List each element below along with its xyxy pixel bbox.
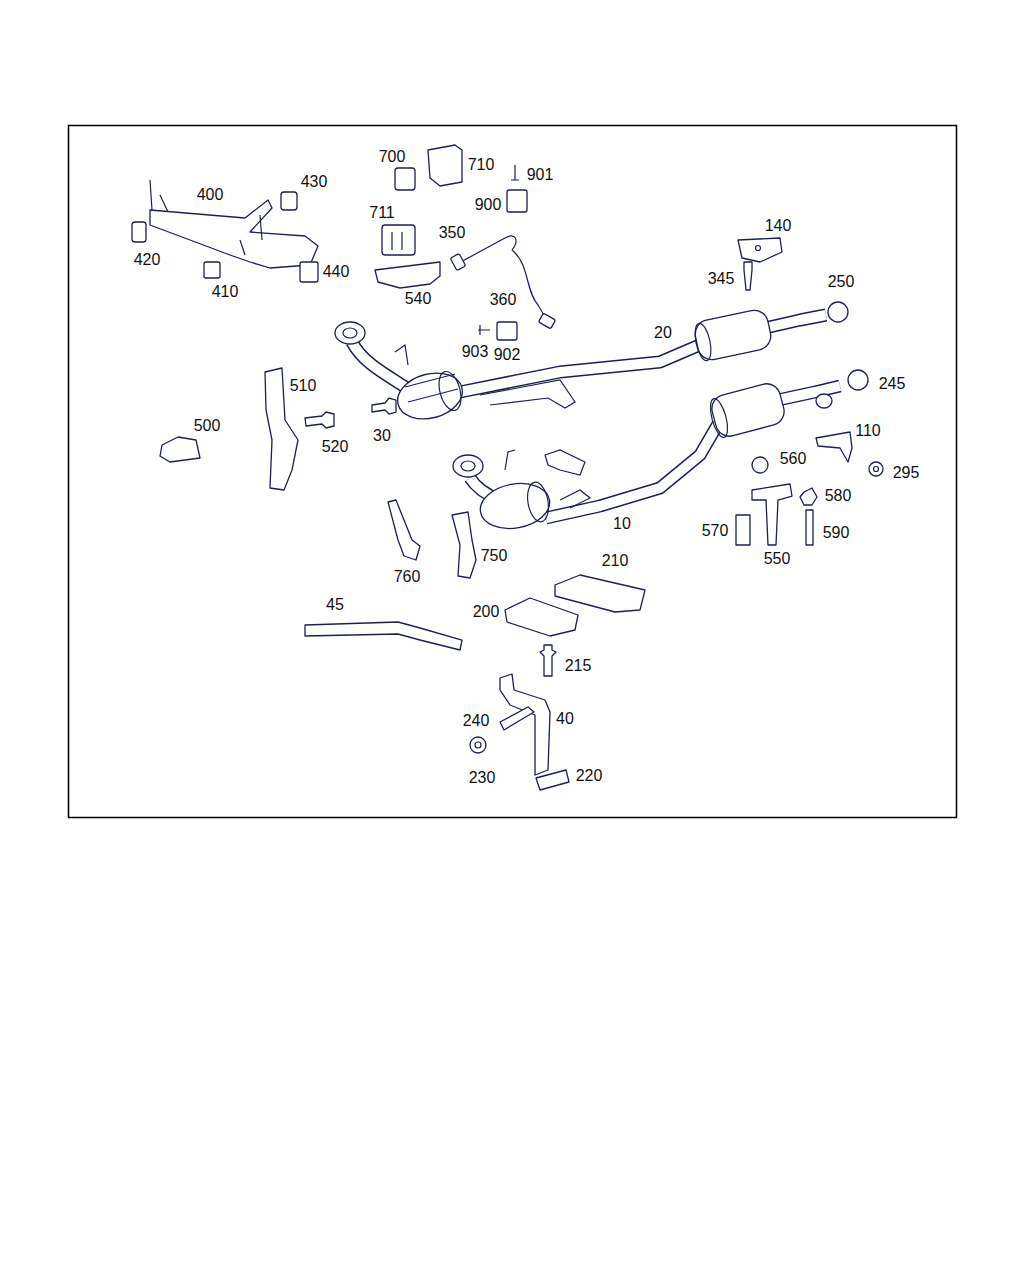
callout-number: 420 xyxy=(133,251,162,269)
callout-number: 30 xyxy=(372,427,392,445)
callout-number: 710 xyxy=(467,156,496,174)
parts xyxy=(132,145,883,790)
callout-number: 430 xyxy=(300,173,329,191)
callout-number: 40 xyxy=(555,710,575,728)
callout-number: 295 xyxy=(892,464,921,482)
callout-number: 250 xyxy=(827,273,856,291)
callout-number: 215 xyxy=(564,657,593,675)
callout-number: 400 xyxy=(196,186,225,204)
callout-number: 10 xyxy=(612,515,632,533)
callout-number: 500 xyxy=(193,417,222,435)
exhaust-pipe-lower xyxy=(453,381,840,534)
callout-number: 45 xyxy=(325,596,345,614)
callout-number: 110 xyxy=(854,422,882,440)
callout-number: 220 xyxy=(575,767,604,785)
callout-number: 210 xyxy=(601,552,630,570)
callout-number: 700 xyxy=(378,148,407,166)
callout-number: 510 xyxy=(289,377,318,395)
callout-number: 230 xyxy=(468,769,497,787)
callout-number: 903 xyxy=(461,343,490,361)
callout-number: 440 xyxy=(322,263,351,281)
callout-number: 711 xyxy=(368,204,396,222)
callout-number: 245 xyxy=(878,375,907,393)
callout-number: 200 xyxy=(472,603,501,621)
callout-number: 520 xyxy=(321,438,350,456)
callout-number: 345 xyxy=(707,270,736,288)
callout-number: 900 xyxy=(474,196,503,214)
callout-number: 560 xyxy=(779,450,808,468)
callout-number: 540 xyxy=(404,290,433,308)
callout-number: 20 xyxy=(653,324,673,342)
callout-number: 902 xyxy=(493,346,522,364)
callout-number: 140 xyxy=(764,217,793,235)
callout-number: 570 xyxy=(701,522,730,540)
callout-number: 550 xyxy=(763,550,792,568)
callout-number: 760 xyxy=(393,568,422,586)
callout-number: 350 xyxy=(438,224,467,242)
callout-number: 240 xyxy=(462,712,491,730)
frame xyxy=(69,126,957,818)
callout-number: 590 xyxy=(822,524,851,542)
callout-number: 360 xyxy=(489,291,518,309)
callout-number: 410 xyxy=(211,283,240,301)
callout-number: 901 xyxy=(526,166,555,184)
callout-number: 750 xyxy=(480,547,509,565)
callout-number: 580 xyxy=(824,487,853,505)
